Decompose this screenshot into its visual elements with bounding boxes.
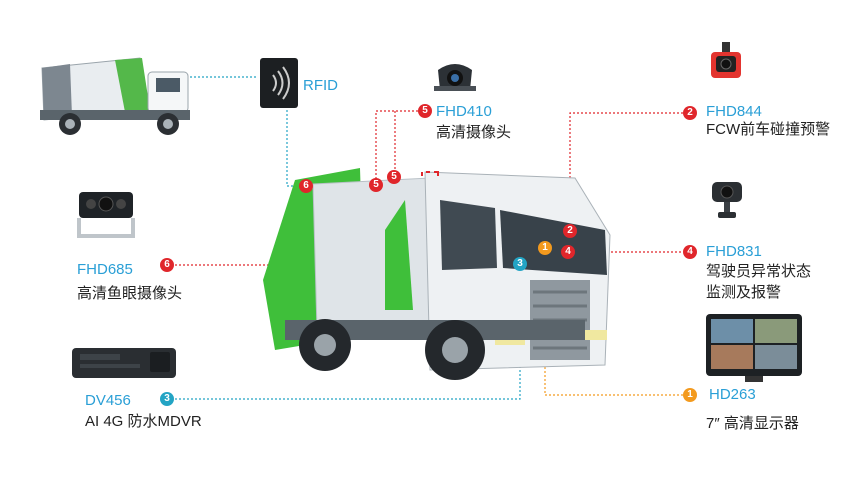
fhd831-desc-line1: 驾驶员异常状态 <box>706 263 812 280</box>
fhd831-model: FHD831 <box>706 243 762 260</box>
dv456-desc: AI 4G 防水MDVR <box>85 413 202 430</box>
hd263-model: HD263 <box>709 386 756 403</box>
garbage-truck-image <box>263 168 611 380</box>
fhd685-model: FHD685 <box>77 261 133 278</box>
rfid-label: RFID <box>303 77 338 94</box>
truck-marker-4: 4 <box>561 245 575 259</box>
badge-fhd410: 5 <box>418 104 432 118</box>
truck-marker-2: 2 <box>563 224 577 238</box>
fhd844-camera-image <box>711 42 741 78</box>
dv456-mdvr-image <box>72 348 176 378</box>
fhd410-camera-image <box>434 64 476 91</box>
fhd831-desc-line2: 监测及报警 <box>706 284 782 301</box>
fhd844-model: FHD844 <box>706 103 762 120</box>
fhd844-desc: FCW前车碰撞预警 <box>706 121 831 138</box>
fhd831-camera-image <box>712 182 742 218</box>
badge-fhd685: 6 <box>160 258 174 272</box>
small-truck-image <box>40 57 190 135</box>
rfid-card-image <box>260 58 298 108</box>
truck-marker-1: 1 <box>538 241 552 255</box>
fhd410-desc: 高清摄像头 <box>436 124 512 141</box>
truck-marker-5a: 5 <box>369 178 383 192</box>
camera-mount-mark <box>421 171 439 176</box>
fhd685-desc: 高清鱼眼摄像头 <box>77 285 183 302</box>
badge-fhd844: 2 <box>683 106 697 120</box>
badge-fhd831: 4 <box>683 245 697 259</box>
hd263-desc: 7″ 高清显示器 <box>706 415 799 432</box>
truck-marker-6: 6 <box>299 179 313 193</box>
dv456-model: DV456 <box>85 392 131 409</box>
truck-marker-5b: 5 <box>387 170 401 184</box>
badge-hd263: 1 <box>683 388 697 402</box>
truck-marker-3: 3 <box>513 257 527 271</box>
badge-dv456: 3 <box>160 392 174 406</box>
fhd410-model: FHD410 <box>436 103 492 120</box>
fhd685-camera-image <box>77 192 135 238</box>
hd263-monitor-image <box>706 314 802 382</box>
